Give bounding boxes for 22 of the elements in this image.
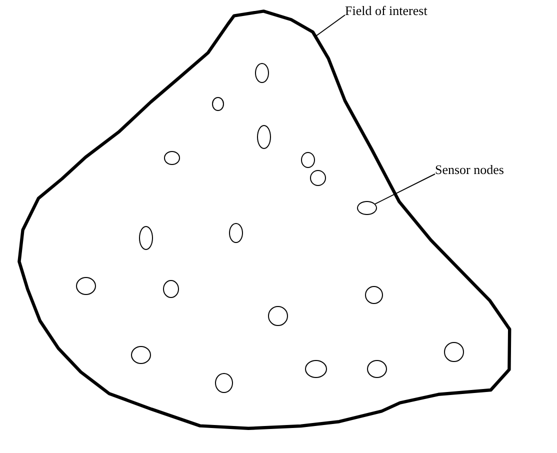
- sensor-node: [365, 286, 383, 304]
- sensor-node: [229, 223, 243, 243]
- sensor-node: [257, 125, 271, 149]
- sensor-node: [164, 151, 180, 165]
- sensor-node: [163, 280, 179, 298]
- sensor-node: [268, 306, 288, 326]
- sensor-node: [131, 346, 151, 364]
- sensor-node: [215, 373, 233, 393]
- sensor-node: [367, 360, 387, 378]
- sensor-node: [310, 170, 326, 186]
- sensor-node: [301, 152, 315, 168]
- leader-line: [374, 174, 436, 204]
- sensor-node: [444, 342, 464, 362]
- sensor-node: [139, 226, 153, 250]
- sensor-node: [76, 277, 96, 295]
- sensor-node: [305, 360, 327, 378]
- callout-label: Field of interest: [345, 3, 428, 19]
- sensor-node: [212, 97, 224, 111]
- leader-line: [316, 14, 346, 36]
- callout-label: Sensor nodes: [435, 162, 504, 178]
- sensor-node: [357, 201, 377, 215]
- sensor-node: [255, 63, 269, 83]
